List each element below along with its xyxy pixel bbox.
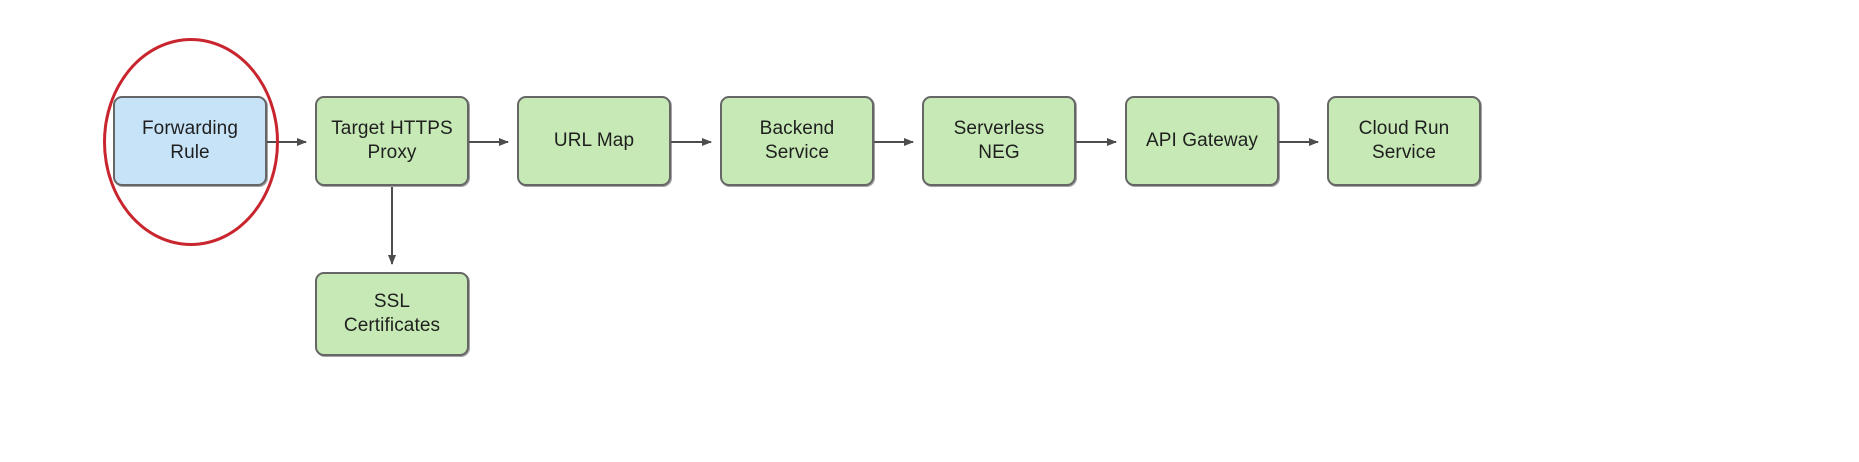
node-cloud-run-service[interactable]: Cloud Run Service <box>1327 96 1481 186</box>
node-target-https-proxy[interactable]: Target HTTPS Proxy <box>315 96 469 186</box>
node-target-https-proxy-label: Target HTTPS Proxy <box>331 117 453 163</box>
node-serverless-neg-label: Serverless NEG <box>953 117 1045 163</box>
highlight-ellipse-forwarding-rule <box>103 38 279 246</box>
node-forwarding-rule-label: Forwarding Rule <box>141 117 239 163</box>
node-api-gateway-label: API Gateway <box>1146 129 1258 151</box>
node-cloud-run-service-label: Cloud Run Service <box>1358 117 1450 163</box>
node-forwarding-rule[interactable]: Forwarding Rule <box>113 96 267 186</box>
node-url-map-label: URL Map <box>553 129 635 151</box>
node-serverless-neg[interactable]: Serverless NEG <box>922 96 1076 186</box>
node-backend-service-label: Backend Service <box>759 117 835 163</box>
node-ssl-certificates-label: SSL Certificates <box>343 290 441 336</box>
node-url-map[interactable]: URL Map <box>517 96 671 186</box>
node-backend-service[interactable]: Backend Service <box>720 96 874 186</box>
node-api-gateway[interactable]: API Gateway <box>1125 96 1279 186</box>
node-ssl-certificates[interactable]: SSL Certificates <box>315 272 469 356</box>
